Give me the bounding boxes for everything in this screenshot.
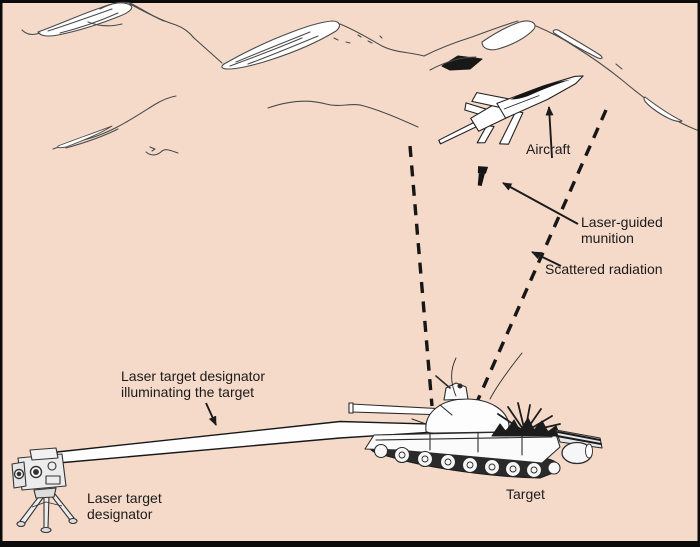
aircraft-arrow <box>545 106 554 159</box>
mountains-illustration <box>21 1 698 156</box>
aircraft-label: Aircraft <box>526 141 571 157</box>
scattered-radiation-arrow <box>531 251 562 267</box>
aircraft-illustration <box>438 75 584 145</box>
target-label: Target <box>506 486 545 502</box>
bomb-icon <box>477 166 489 187</box>
scattered-radiation-line-right <box>467 109 608 421</box>
laser-guided-munition-label: Laser-guided munition <box>581 214 663 246</box>
scattered-radiation-label: Scattered radiation <box>545 261 663 277</box>
scattered-radiation-lines <box>408 109 608 421</box>
beam-annotation-label: Laser target designator illuminating the… <box>121 368 265 400</box>
scattered-radiation-line-left <box>408 145 434 407</box>
callout-arrows <box>205 106 579 426</box>
laser-target-designator-label: Laser target designator <box>87 490 162 522</box>
beam-annotation-arrow <box>205 402 217 426</box>
munition-arrow <box>502 182 579 225</box>
designator-illustration <box>11 447 78 534</box>
tank-illustration <box>348 352 603 479</box>
